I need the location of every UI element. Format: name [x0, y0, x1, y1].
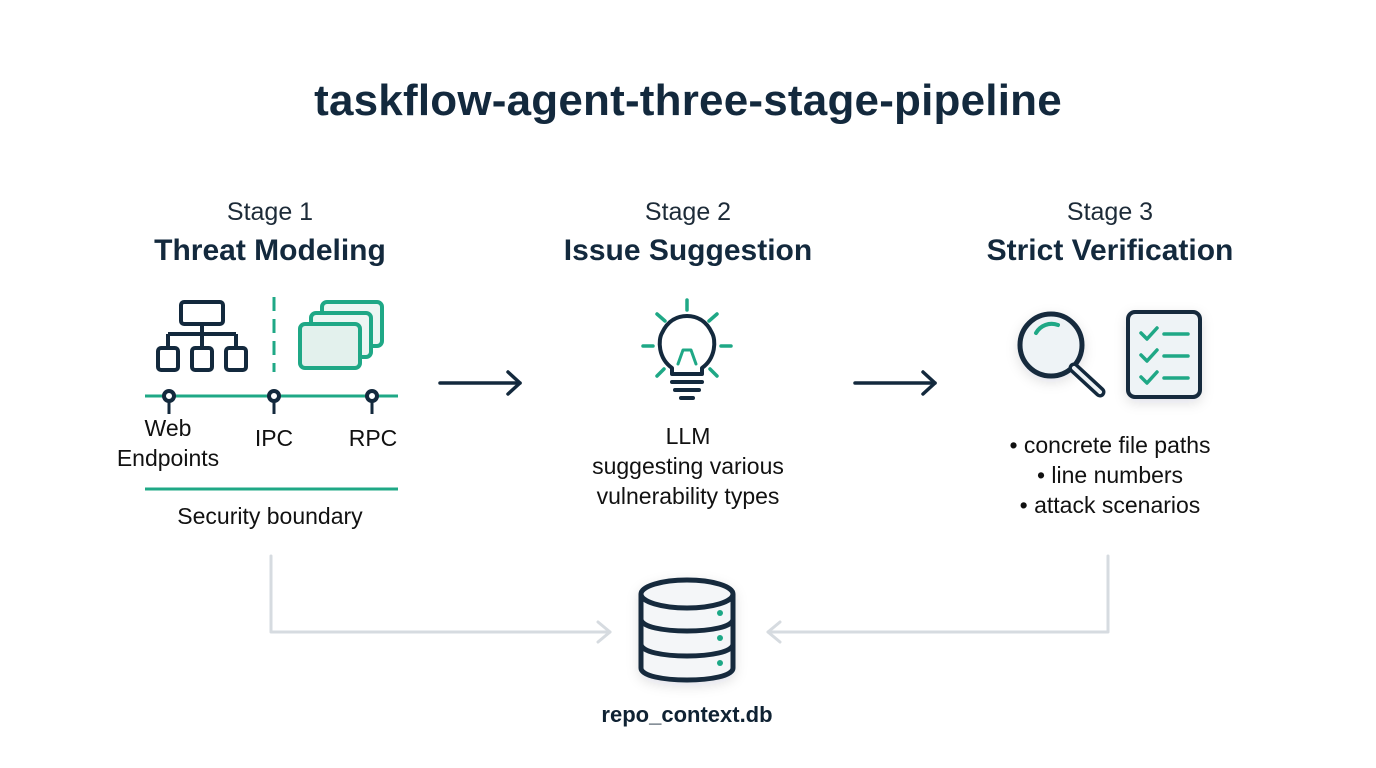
- stage-3-bullet-3: • attack scenarios: [1019, 492, 1201, 518]
- diagram-title: taskflow-agent-three-stage-pipeline: [314, 76, 1062, 125]
- security-boundary-label: Security boundary: [177, 503, 363, 529]
- endpoint-label-ipc: IPC: [254, 425, 294, 451]
- database-label: repo_context.db: [601, 702, 773, 727]
- endpoint-label-web: Web Endpoints: [116, 415, 220, 471]
- arrow-stage2-to-stage3: [853, 370, 937, 396]
- stage-3-number: Stage 3: [1066, 198, 1154, 226]
- endpoint-pins: [162, 389, 379, 414]
- connector-stage3-to-db: [766, 554, 1110, 644]
- stage-3-name: Strict Verification: [986, 234, 1234, 267]
- pin-ipc: [267, 389, 281, 403]
- stage-2-desc-line-1: LLM: [665, 423, 711, 449]
- magnifier-icon: [1017, 311, 1106, 398]
- pin-web: [162, 389, 176, 403]
- stage-2-desc-line-2: suggesting various: [592, 453, 784, 479]
- stacked-windows-icon: [298, 300, 384, 370]
- stage-2-name: Issue Suggestion: [563, 234, 813, 267]
- endpoint-label-rpc: RPC: [348, 425, 398, 451]
- stage-1-number: Stage 1: [226, 198, 314, 226]
- database-icon: [638, 577, 736, 683]
- hierarchy-icon: [156, 300, 248, 372]
- connector-stage1-to-db: [269, 554, 612, 644]
- pin-rpc: [365, 389, 379, 403]
- stage-2-desc-line-3: vulnerability types: [596, 483, 780, 509]
- stage-3-bullet-1: • concrete file paths: [1009, 432, 1211, 458]
- checklist-icon: [1126, 310, 1202, 399]
- stage-3-bullet-2: • line numbers: [1036, 462, 1184, 488]
- lightbulb-icon: [641, 298, 733, 400]
- arrow-stage1-to-stage2: [438, 370, 522, 396]
- stage-1-name: Threat Modeling: [154, 234, 386, 267]
- stage-2-number: Stage 2: [644, 198, 732, 226]
